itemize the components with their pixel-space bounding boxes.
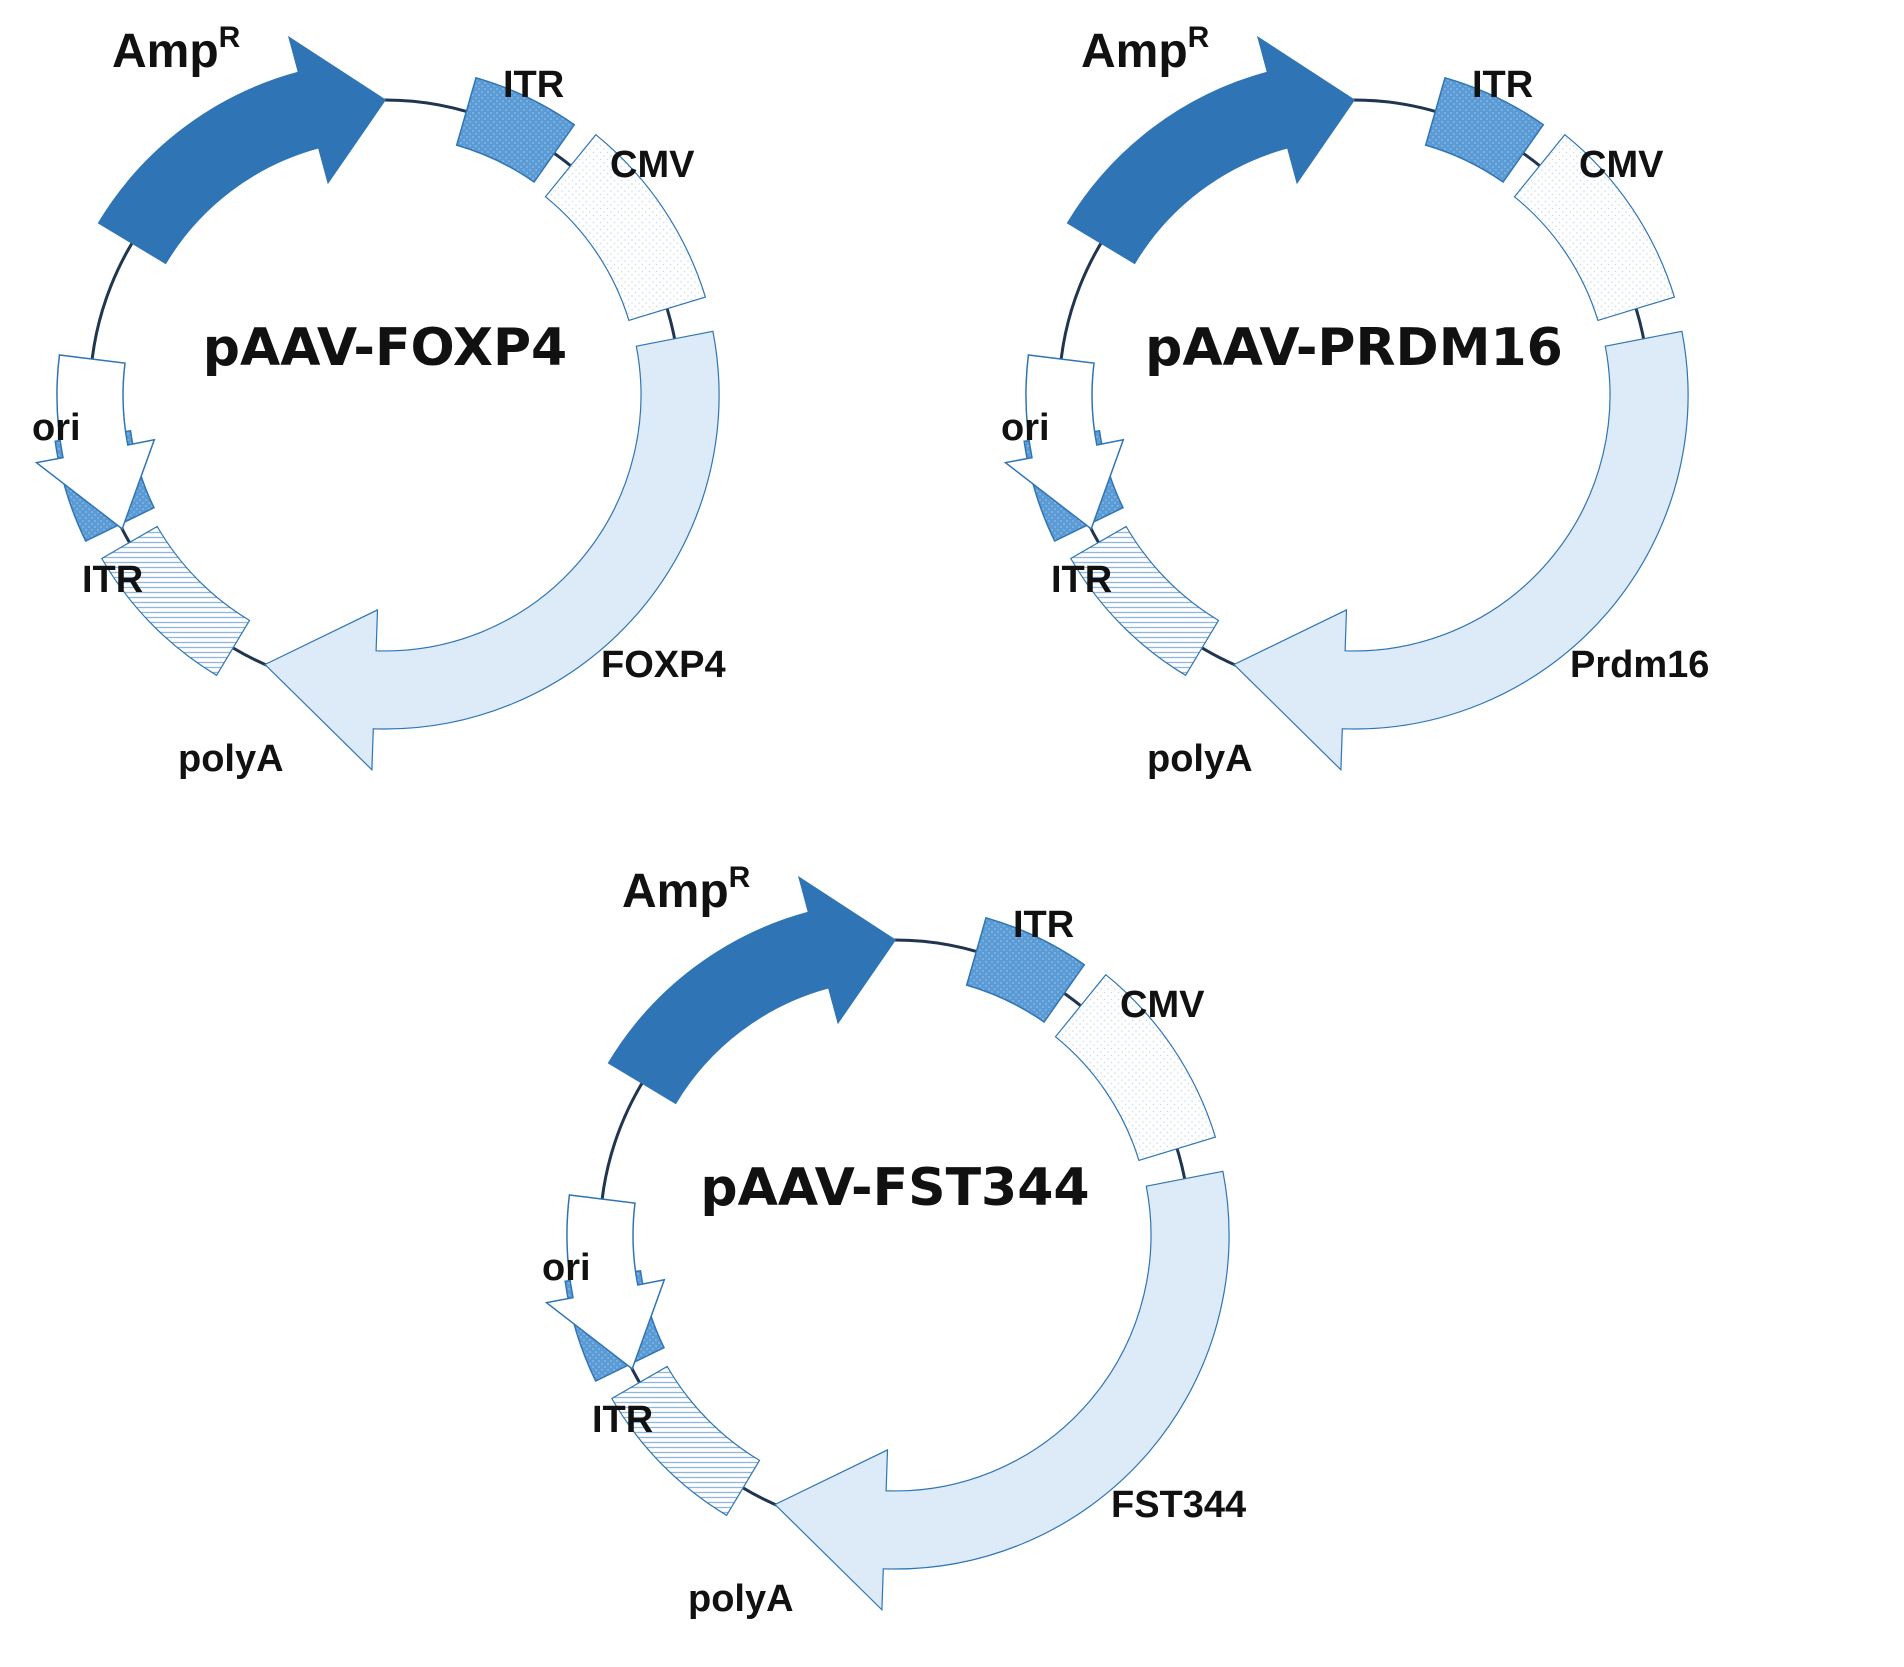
plasmid-name: pAAV-FST344 [700, 1158, 1089, 1218]
gene-arrow [1232, 330, 1689, 772]
cmv-promoter-box [1054, 973, 1217, 1162]
itr-bottom-label: ITR [1051, 559, 1112, 601]
plasmid-map-fst344: pAAV-FST344 AmpR ITR CMV FST344 polyA IT… [542, 861, 1246, 1620]
itr-top-label: ITR [1013, 904, 1074, 946]
polya-label: polyA [688, 1578, 794, 1620]
ampr-arrow [1066, 35, 1356, 265]
itr-top-label: ITR [1472, 64, 1533, 106]
plasmid-name: pAAV-PRDM16 [1145, 318, 1563, 378]
itr-top-label: ITR [503, 64, 564, 106]
itr-top-box [965, 916, 1086, 1024]
itr-bottom-label: ITR [82, 559, 143, 601]
plasmid-name: pAAV-FOXP4 [203, 318, 567, 378]
itr-top-box [1424, 76, 1545, 184]
gene-label: Prdm16 [1570, 644, 1709, 686]
cmv-promoter-box [544, 133, 707, 322]
ori-arrow [544, 1194, 666, 1371]
itr-top-box [455, 76, 576, 184]
gene-arrow [263, 330, 720, 772]
polya-box [1069, 525, 1220, 677]
ampr-label: AmpR [622, 861, 751, 918]
polya-label: polyA [1147, 738, 1253, 780]
ori-arrow [1003, 354, 1125, 531]
ori-arrow [34, 354, 156, 531]
polya-box [610, 1365, 761, 1517]
cmv-promoter-box [1513, 133, 1676, 322]
cmv-label: CMV [1120, 984, 1205, 1026]
ampr-arrow [607, 875, 897, 1105]
ori-label: ori [32, 407, 81, 449]
polya-box [100, 525, 251, 677]
polya-label: polyA [178, 738, 284, 780]
cmv-label: CMV [610, 144, 695, 186]
plasmid-map-prdm16: pAAV-PRDM16 AmpR ITR CMV Prdm16 polyA IT… [1001, 21, 1709, 780]
ori-label: ori [542, 1247, 591, 1289]
gene-label: FOXP4 [601, 644, 726, 686]
ampr-label: AmpR [1081, 21, 1210, 78]
ampr-label: AmpR [112, 21, 241, 78]
ori-label: ori [1001, 407, 1050, 449]
ampr-arrow [97, 35, 387, 265]
itr-bottom-label: ITR [592, 1399, 653, 1441]
gene-arrow [773, 1170, 1230, 1612]
cmv-label: CMV [1579, 144, 1664, 186]
gene-label: FST344 [1111, 1484, 1246, 1526]
plasmid-map-foxp4: pAAV-FOXP4 AmpR ITR CMV FOXP4 polyA ITR … [32, 21, 726, 780]
